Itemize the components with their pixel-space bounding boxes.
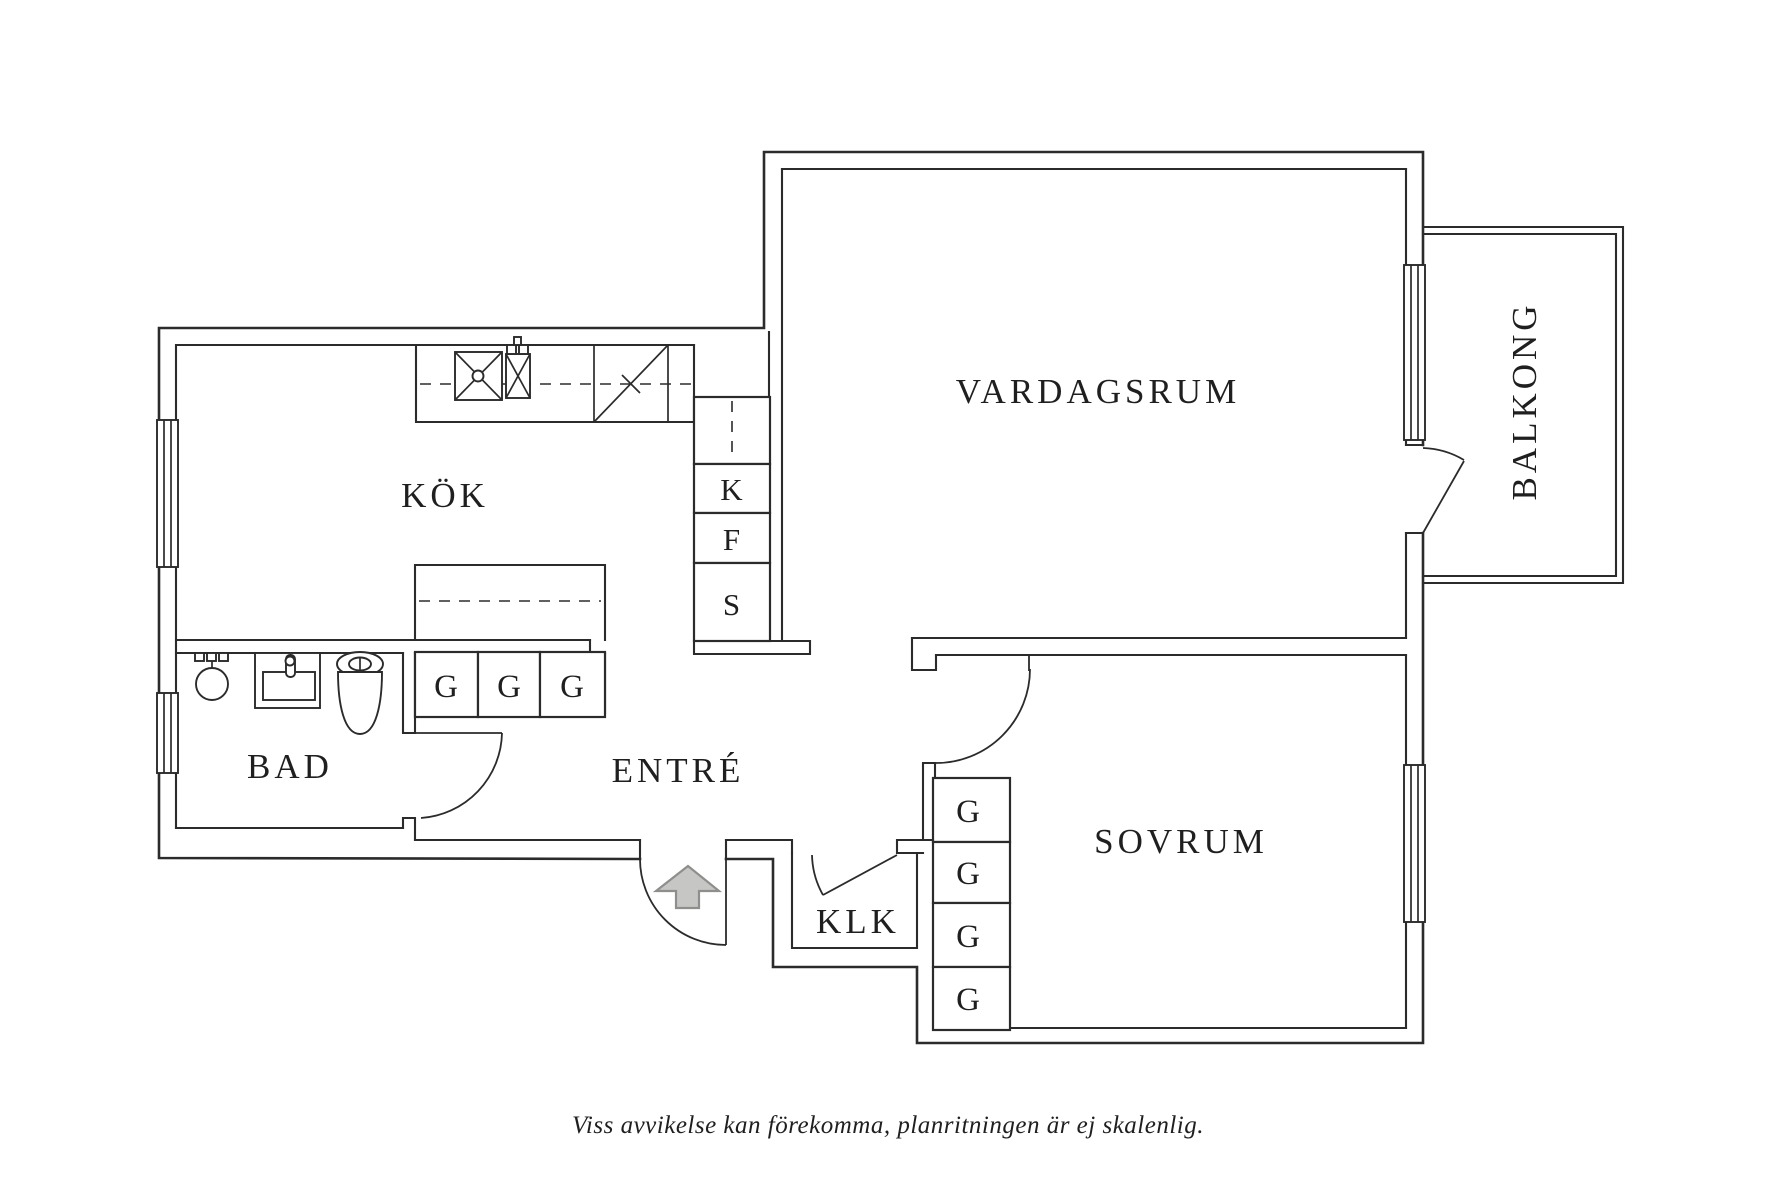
front-door-swing-icon: [639, 858, 727, 946]
wardrobe-box: [931, 901, 1012, 969]
fridge-box: [692, 462, 772, 515]
wardrobe-box: [931, 776, 1012, 844]
room-labels: VARDAGSRUM KÖK BAD ENTRÉ KLK SOVRUM BALK…: [247, 301, 1544, 941]
windows: [156, 264, 1426, 923]
toilet-icon: [336, 651, 384, 735]
kitchen-island: [413, 563, 607, 642]
wardrobe-label: G: [434, 669, 458, 705]
dishwasher-icon: [593, 344, 669, 423]
room-label-vardagsrum: VARDAGSRUM: [956, 372, 1240, 411]
bedroom-door-swing-icon: [935, 655, 1031, 764]
shower-icon: [194, 652, 229, 701]
cabinet-boxes: K F S G G G G G G G: [413, 395, 1012, 1032]
wardrobe-box: [931, 965, 1012, 1032]
kitchen-sink-icon: [454, 351, 503, 401]
outer-walls: [157, 150, 1425, 1045]
fridge-label: K: [720, 472, 743, 507]
bedroom-window-icon: [1403, 764, 1426, 923]
balcony-outline: [1421, 225, 1625, 585]
room-label-balkong: BALKONG: [1505, 301, 1544, 500]
bathroom-window-icon: [156, 692, 179, 774]
wardrobe-label: G: [956, 856, 980, 892]
bathroom-door-swing-icon: [415, 732, 503, 819]
wardrobe-box: [538, 650, 607, 719]
bathroom-fixtures: [194, 651, 384, 735]
washbasin-icon: [254, 652, 321, 709]
room-label-klk: KLK: [816, 902, 900, 941]
room-label-entre: ENTRÉ: [612, 751, 745, 790]
room-label-kok: KÖK: [401, 476, 489, 515]
balcony-door-swing-icon: [1422, 447, 1465, 534]
closet-door-swing-icon: [811, 854, 898, 896]
wardrobe-label: G: [497, 669, 521, 705]
disclaimer-caption: Viss avvikelse kan förekomma, planritnin…: [572, 1112, 1204, 1139]
pantry-box: [692, 561, 772, 643]
kitchen-window-icon: [156, 419, 179, 568]
kitchen-fixtures: [413, 336, 696, 642]
freezer-label: F: [723, 522, 741, 557]
wardrobe-label: G: [956, 982, 980, 1018]
doors: [415, 447, 1465, 946]
wardrobe-box: [931, 840, 1012, 905]
pantry-label: S: [723, 587, 741, 622]
wardrobe-label: G: [560, 669, 584, 705]
entrance-arrow-icon: [652, 864, 723, 910]
wardrobe-box: [476, 650, 542, 719]
kitchen-counter: [414, 343, 696, 424]
livingroom-window-icon: [1403, 264, 1426, 441]
interior-walls: [174, 167, 1425, 1030]
wardrobe-label: G: [956, 794, 980, 830]
room-label-bad: BAD: [247, 747, 333, 786]
room-label-sovrum: SOVRUM: [1094, 822, 1268, 861]
wardrobe-box: [413, 650, 480, 719]
stove-icon: [505, 336, 531, 399]
wardrobe-label: G: [956, 919, 980, 955]
